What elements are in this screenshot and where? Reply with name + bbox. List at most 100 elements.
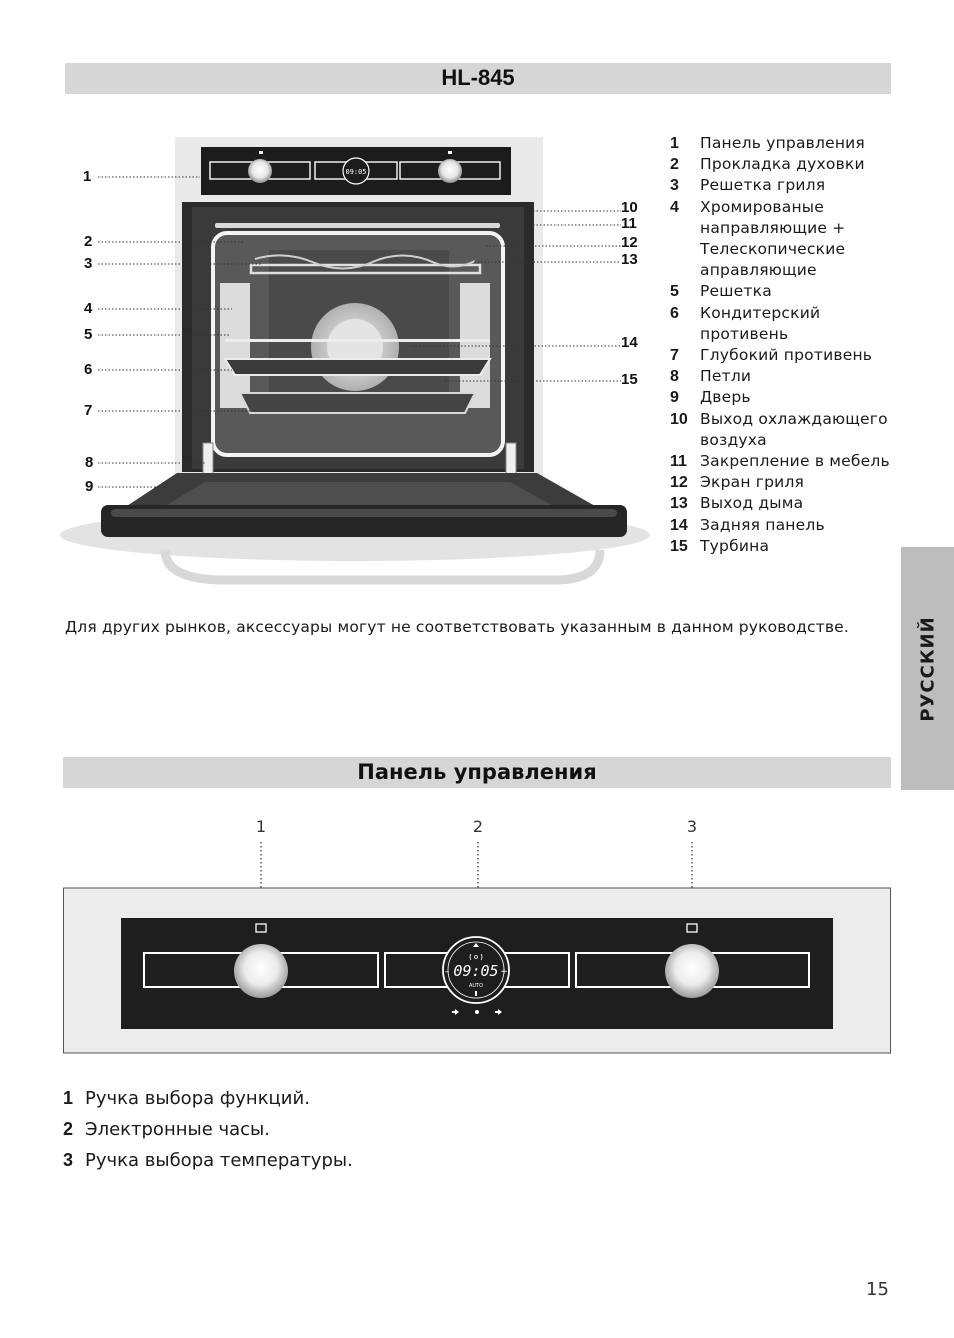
- callout-11: 11: [621, 215, 637, 232]
- legend-text: Прокладка духовки: [700, 155, 865, 174]
- temperature-knob: [665, 944, 719, 998]
- panel-title: Панель управления: [357, 760, 597, 784]
- deep-tray: [238, 392, 477, 414]
- legend-text: Глубокий противень: [700, 346, 873, 365]
- panel-legend-item: 3 Ручка выбора температуры.: [63, 1145, 353, 1176]
- callout-leaders: [98, 176, 621, 488]
- legend-number: 12: [670, 474, 688, 492]
- oven-base-outline: [160, 549, 605, 585]
- model-title-banner: HL-845: [65, 63, 891, 94]
- callout-13: 13: [621, 251, 638, 268]
- language-tab: РУССКИЙ: [901, 547, 954, 790]
- legend-number: 1: [670, 135, 679, 152]
- legend-text: Закрепление в мебель: [700, 452, 890, 471]
- legend-text: Задняя панель: [700, 515, 825, 534]
- end-time-icon: [495, 1009, 502, 1015]
- panel-callout-2: 2: [473, 817, 483, 836]
- panel-legend-item: 2 Электронные часы.: [63, 1114, 353, 1145]
- legend-item: 12 Экран гриля: [670, 472, 905, 493]
- legend-number: 15: [670, 537, 688, 555]
- panel-legend-number: 2: [63, 1119, 74, 1139]
- clock-minus: –: [445, 967, 450, 977]
- panel-legend-text: Ручка выбора температуры.: [85, 1150, 353, 1171]
- clock-ring: [442, 936, 510, 1004]
- callout-5: 5: [84, 326, 93, 343]
- callout-15: 15: [621, 371, 638, 388]
- start-time-icon: [452, 1009, 459, 1015]
- legend-text: Решетка гриля: [700, 176, 826, 195]
- legend-text: Выход охлаждающего воздуха: [700, 409, 888, 449]
- legend-item: 9 Дверь: [670, 387, 905, 408]
- callout-14: 14: [621, 334, 638, 351]
- callout-6: 6: [84, 361, 93, 378]
- oven-clock-time: 09:05: [345, 168, 366, 176]
- callout-10: 10: [621, 199, 638, 216]
- legend-number: 14: [670, 516, 688, 534]
- legend-number: 3: [670, 177, 679, 195]
- clock-sound-icon: [469, 953, 483, 961]
- legend-number: 4: [670, 198, 679, 216]
- legend-number: 5: [670, 283, 679, 301]
- legend-item: 2 Прокладка духовки: [670, 154, 905, 175]
- language-tab-label: РУССКИЙ: [917, 615, 938, 722]
- legend-number: 13: [670, 495, 688, 513]
- clock-bell-icon: [473, 943, 479, 947]
- oven-clock-ring: [342, 157, 370, 185]
- legend-number: 6: [670, 304, 679, 322]
- legend-item: 7 Глубокий противень: [670, 345, 905, 366]
- legend-text: Панель управления: [700, 134, 865, 152]
- legend-text: Хромированые направляющие + Телескопичес…: [700, 197, 846, 280]
- callout-12: 12: [621, 234, 638, 251]
- legend-item: 15 Турбина: [670, 536, 905, 557]
- panel-callout-3: 3: [687, 817, 697, 836]
- legend-number: 9: [670, 389, 679, 407]
- clock-time: 09:05: [453, 962, 498, 980]
- legend-number: 7: [670, 347, 679, 365]
- callout-9: 9: [85, 478, 94, 495]
- market-note: Для других рынков, аксессуары могут не с…: [65, 618, 849, 636]
- panel-legend-number: 1: [63, 1088, 74, 1108]
- callout-2: 2: [84, 233, 93, 250]
- legend-number: 2: [670, 156, 679, 174]
- legend-text: Турбина: [700, 536, 770, 555]
- oven-function-knob: [248, 159, 272, 183]
- function-icon: [255, 923, 267, 933]
- clock-thermometer-icon: [475, 991, 477, 996]
- callout-4: 4: [84, 300, 93, 317]
- panel-legend: 1 Ручка выбора функций. 2 Электронные часы…: [63, 1083, 353, 1176]
- callout-7: 7: [84, 402, 93, 419]
- legend-item: 11 Закрепление в мебель: [670, 451, 905, 472]
- wire-shelf: [225, 339, 490, 342]
- legend-text: Решетка: [700, 282, 772, 301]
- legend-item: 13 Выход дыма: [670, 493, 905, 514]
- legend-text: Дверь: [700, 388, 751, 407]
- panel-callout-1: 1: [256, 817, 266, 836]
- callout-8: 8: [85, 454, 94, 471]
- clock-plus: +: [500, 967, 508, 977]
- model-title: HL-845: [441, 65, 515, 90]
- legend-number: 11: [670, 453, 687, 471]
- function-knob: [234, 944, 288, 998]
- legend-text: Выход дыма: [700, 494, 804, 513]
- legend-text: Кондитерский противень: [700, 303, 821, 343]
- legend-text: Петли: [700, 367, 752, 386]
- legend-number: 10: [670, 410, 688, 428]
- legend-item: 3 Решетка гриля: [670, 175, 905, 196]
- legend-number: 8: [670, 368, 679, 386]
- legend-text: Экран гриля: [700, 473, 805, 492]
- panel-legend-number: 3: [63, 1150, 74, 1170]
- panel-legend-text: Электронные часы.: [85, 1119, 270, 1140]
- legend-item: 10 Выход охлаждающего воздуха: [670, 409, 905, 451]
- callout-3: 3: [84, 255, 93, 272]
- legend-item: 5 Решетка: [670, 281, 905, 302]
- callout-1: 1: [83, 168, 92, 185]
- legend-item: 8 Петли: [670, 366, 905, 387]
- clock-mode: AUTO: [469, 983, 483, 989]
- control-panel-diagram: 1 2 3 09:05 AUTO – +: [63, 817, 891, 1054]
- legend-item: 14 Задняя панель: [670, 515, 905, 536]
- grill-element: [249, 263, 482, 275]
- panel-legend-text: Ручка выбора функций.: [85, 1088, 310, 1109]
- panel-legend-item: 1 Ручка выбора функций.: [63, 1083, 353, 1114]
- oven-temperature-knob: [438, 159, 462, 183]
